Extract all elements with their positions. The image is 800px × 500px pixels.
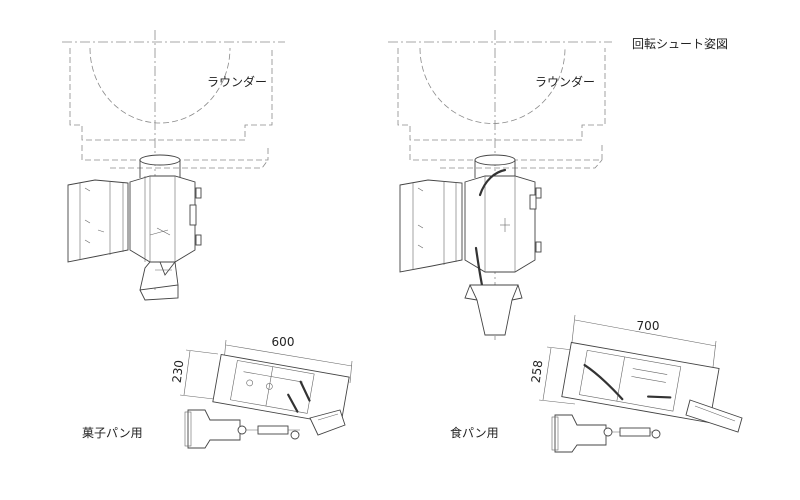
rounder-assembly-left [62,30,285,301]
diagram-title: 回転シュート姿図 [632,37,728,51]
side-view-bread: 700 258 食パン用 [450,314,743,453]
label-rounder-left: ラウンダー [207,74,267,89]
dim-height-right: 258 [529,359,546,383]
dim-width-right: 700 [637,319,660,333]
label-confectionery: 菓子パン用 [82,426,143,440]
label-rounder-right: ラウンダー [535,74,595,89]
dim-width-left: 600 [272,335,295,349]
dim-height-left: 230 [170,359,187,383]
label-bread: 食パン用 [450,425,499,440]
rounder-assembly-right [388,30,612,340]
side-view-confectionery: 600 230 菓子パン用 [82,335,353,449]
